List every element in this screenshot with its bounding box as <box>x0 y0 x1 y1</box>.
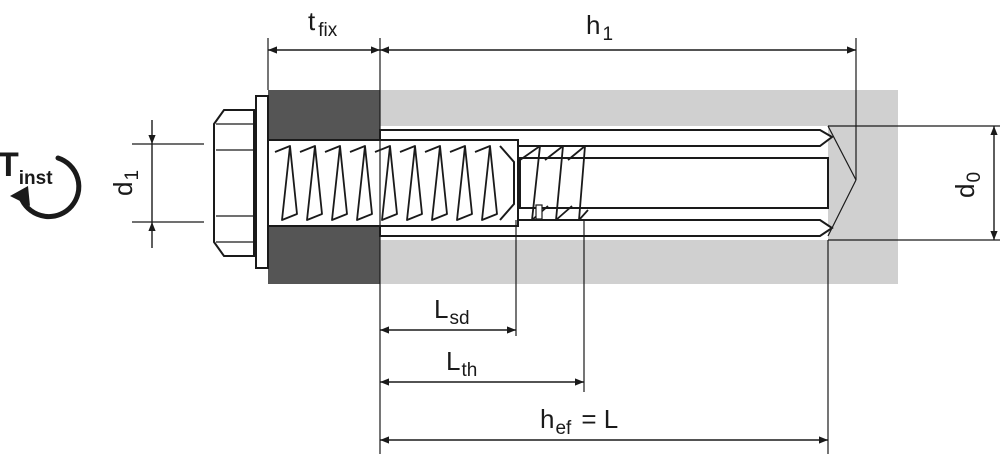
l-th-label: Lth <box>446 346 477 381</box>
l-sd-label: Lsd <box>434 294 470 329</box>
torque-symbol: Tinst <box>0 146 82 220</box>
hex-nut <box>213 95 269 269</box>
screw-thread <box>267 139 589 227</box>
torque-rotation-icon <box>10 155 82 220</box>
torque-label: Tinst <box>0 146 53 189</box>
d0-label: d0 <box>950 172 985 198</box>
h-ef-label: hef= L <box>540 404 618 439</box>
d1-label: d1 <box>108 170 143 196</box>
